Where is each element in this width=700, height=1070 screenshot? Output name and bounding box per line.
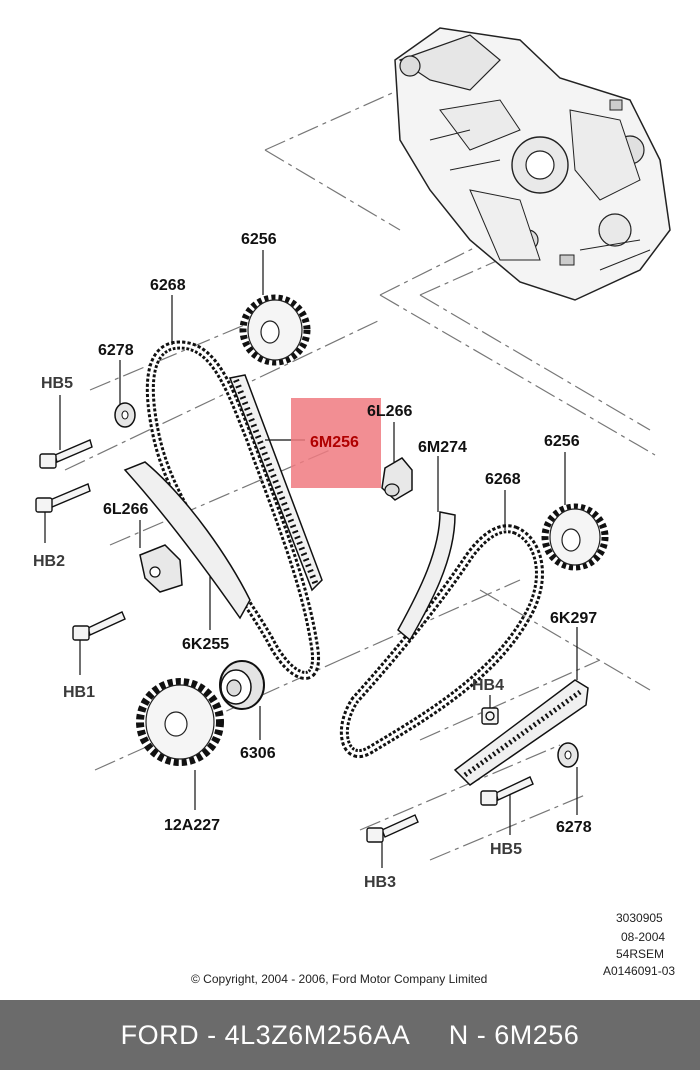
bolt-hb4 bbox=[481, 707, 499, 725]
stamp-line-2: 08-2004 bbox=[621, 930, 665, 944]
tensioner-left-6l266 bbox=[139, 544, 183, 593]
timing-chain-right bbox=[339, 524, 544, 759]
label-6256-top: 6256 bbox=[241, 231, 277, 248]
exploded-diagram: 6256 6268 6278 HB5 6L266 HB2 6K255 HB1 6… bbox=[33, 27, 675, 986]
label-12a227: 12A227 bbox=[164, 817, 220, 834]
chain-guide-6m256 bbox=[228, 374, 323, 592]
crank-gear-6306 bbox=[219, 660, 265, 710]
bolts bbox=[35, 439, 534, 843]
washer-left-6278 bbox=[114, 402, 136, 428]
label-hb2: HB2 bbox=[33, 553, 65, 570]
label-6m256: 6M256 bbox=[310, 434, 359, 451]
label-6m274: 6M274 bbox=[418, 439, 467, 456]
label-6k255: 6K255 bbox=[182, 636, 229, 653]
engine-block-illustration bbox=[394, 27, 671, 301]
crank-sprocket bbox=[136, 678, 224, 766]
label-6278-left: 6278 bbox=[98, 342, 134, 359]
bolt-hb3 bbox=[366, 814, 419, 843]
label-6268-right: 6268 bbox=[485, 471, 521, 488]
label-6278-right: 6278 bbox=[556, 819, 592, 836]
stamp-line-4: A0146091-03 bbox=[603, 964, 675, 978]
bolt-hb5-right bbox=[480, 776, 534, 806]
label-hb5-left: HB5 bbox=[41, 375, 73, 392]
cam-sprocket-left bbox=[239, 294, 311, 366]
bolt-hb5-left bbox=[39, 439, 93, 469]
footer-part-number: FORD - 4L3Z6M256AA N - 6M256 bbox=[120, 1019, 580, 1050]
cam-sprocket-right bbox=[541, 503, 609, 571]
label-hb1: HB1 bbox=[63, 684, 95, 701]
label-6256-right: 6256 bbox=[544, 433, 580, 450]
label-6k297: 6K297 bbox=[550, 610, 597, 627]
label-hb5-right: HB5 bbox=[490, 841, 522, 858]
label-6l266-right: 6L266 bbox=[367, 403, 412, 420]
label-hb4: HB4 bbox=[472, 677, 504, 694]
part-number-footer: FORD - 4L3Z6M256AA N - 6M256 bbox=[0, 1000, 700, 1070]
stamp-line-3: 54RSEM bbox=[616, 947, 664, 961]
label-6l266-left: 6L266 bbox=[103, 501, 148, 518]
tensioner-arm-6k297 bbox=[453, 679, 589, 786]
label-6306: 6306 bbox=[240, 745, 276, 762]
stamp-line-1: 3030905 bbox=[616, 911, 663, 925]
chain-guide-6m274 bbox=[397, 511, 456, 642]
leader-lines bbox=[44, 250, 578, 868]
label-6268-left: 6268 bbox=[150, 277, 186, 294]
label-hb3: HB3 bbox=[364, 874, 396, 891]
bolt-hb1 bbox=[72, 611, 126, 641]
tensioner-arm-6k255 bbox=[123, 461, 251, 620]
bolt-hb2 bbox=[35, 483, 91, 513]
reference-stamp: 3030905 08-2004 54RSEM A0146091-03 bbox=[603, 911, 675, 978]
timing-chain-left bbox=[145, 340, 321, 680]
part-labels: 6256 6268 6278 HB5 6L266 HB2 6K255 HB1 6… bbox=[33, 231, 597, 891]
washer-right-6278 bbox=[557, 742, 579, 768]
tensioner-right-6l266 bbox=[381, 457, 413, 501]
copyright-text: © Copyright, 2004 - 2006, Ford Motor Com… bbox=[191, 972, 487, 986]
highlight-box bbox=[291, 398, 381, 488]
